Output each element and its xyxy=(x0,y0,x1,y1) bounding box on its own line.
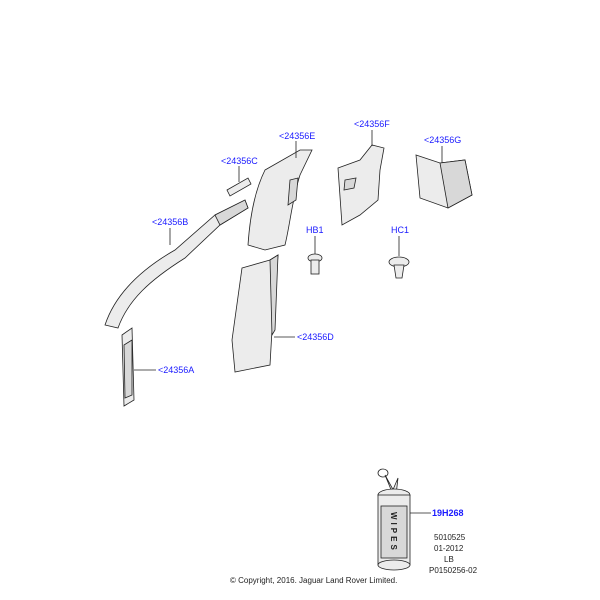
part-HC1-clip[interactable] xyxy=(388,256,410,279)
callout-24356A[interactable]: <24356A xyxy=(158,365,194,375)
callout-24356F[interactable]: <24356F xyxy=(354,119,390,129)
info-illustration-number: P0150256-02 xyxy=(429,566,478,575)
info-date: 01-2012 xyxy=(434,544,464,553)
callout-24356G[interactable]: <24356G xyxy=(424,135,461,145)
part-24356E[interactable] xyxy=(247,149,313,251)
info-code: 5010525 xyxy=(434,533,466,542)
callout-24356E[interactable]: <24356E xyxy=(279,131,315,141)
callout-24356D[interactable]: <24356D xyxy=(297,332,334,342)
part-24356C[interactable] xyxy=(226,177,252,197)
part-24356B[interactable] xyxy=(104,199,249,329)
part-24356F[interactable] xyxy=(337,144,385,226)
part-19H268-wipes[interactable] xyxy=(377,468,411,571)
callout-HC1[interactable]: HC1 xyxy=(391,225,409,235)
wipes-label: WIPES xyxy=(389,512,398,553)
copyright: © Copyright, 2016. Jaguar Land Rover Lim… xyxy=(230,576,397,585)
part-24356G[interactable] xyxy=(415,154,473,209)
callout-24356C[interactable]: <24356C xyxy=(221,156,258,166)
callout-HB1[interactable]: HB1 xyxy=(306,225,324,235)
part-24356D[interactable] xyxy=(231,254,279,373)
part-24356A[interactable] xyxy=(121,327,135,407)
callout-19H268[interactable]: 19H268 xyxy=(432,508,464,518)
callout-24356B[interactable]: <24356B xyxy=(152,217,188,227)
part-HB1-screw[interactable] xyxy=(307,253,323,275)
info-author: LB xyxy=(444,555,454,564)
